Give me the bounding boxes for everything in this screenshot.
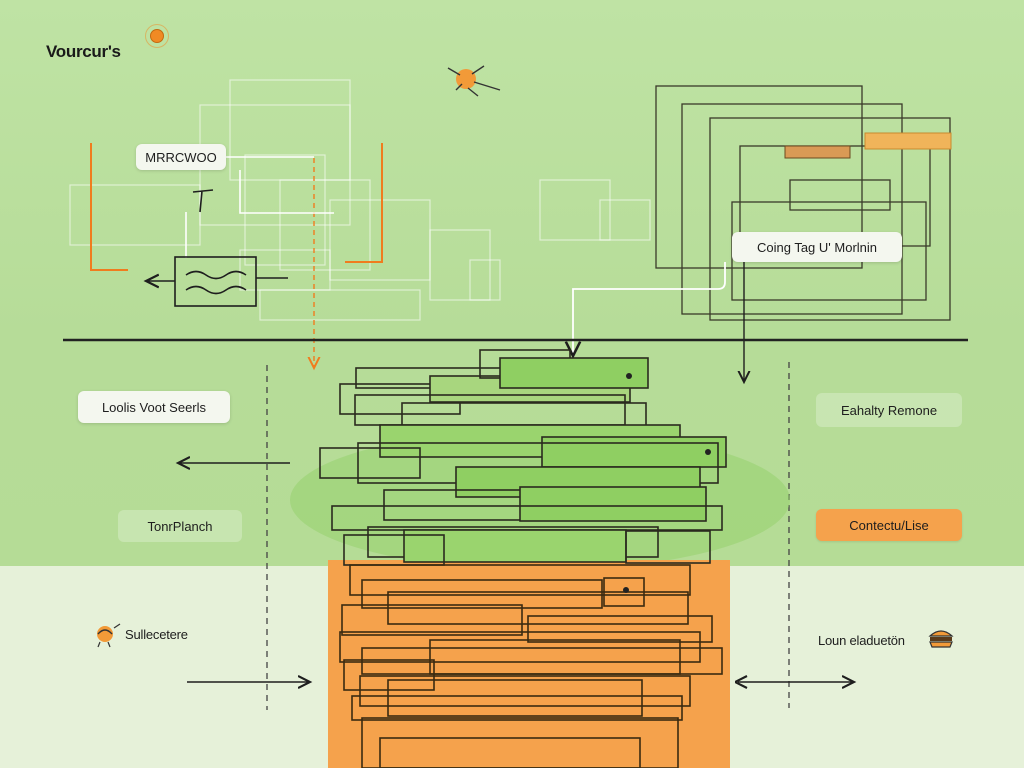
right-frame-1 [681, 103, 903, 315]
top-right-node[interactable]: Coing Tag U' Morlnin [732, 232, 902, 262]
right-frame-2 [709, 117, 951, 321]
bug-icon [97, 623, 121, 648]
stack-bar-lower-12 [351, 695, 683, 721]
bar-dot-0 [626, 373, 632, 379]
faint-frame-1 [229, 79, 351, 181]
wave-line-2 [185, 285, 247, 295]
white-connector-b [239, 170, 334, 214]
top-left-node-label: MRRCWOO [145, 149, 217, 165]
stack-bar-lower-6 [339, 631, 701, 663]
orange-dot-icon [150, 29, 164, 43]
right-orange-bar [864, 132, 952, 150]
faint-frame-3 [279, 179, 371, 271]
right-node-2[interactable]: Contectu/Lise [816, 509, 962, 541]
top-right-node-label: Coing Tag U' Morlnin [756, 239, 878, 255]
left-node-2-label: TonrPlanch [147, 518, 213, 534]
stack-bar-lower-5 [527, 615, 713, 643]
faint-frame-6 [429, 229, 491, 301]
orange-bracket-left [90, 143, 128, 271]
stack-bar-lower-3 [387, 591, 689, 625]
sun-bug-icon [447, 65, 501, 97]
stack-bar-upper-9 [319, 447, 421, 479]
t-glyph [192, 189, 214, 213]
right-small-bar [784, 145, 851, 159]
faint-frame-4 [69, 184, 201, 246]
stack-bar-lower-4 [341, 604, 523, 636]
stack-bar-upper-17 [625, 530, 711, 564]
stack-bar-lower-14 [379, 737, 641, 768]
left-node-1[interactable]: Loolis Voot Seerls [78, 391, 230, 423]
faint-frame-8 [539, 179, 611, 241]
stack-bar-upper-8 [541, 436, 727, 468]
right-node-1[interactable]: Eahalty Remone [816, 393, 962, 427]
wave-box [174, 256, 257, 307]
faint-frame-9 [599, 199, 651, 241]
brand-logo-text: Vourcur's [46, 42, 121, 61]
stack-bar-lower-0 [349, 564, 691, 596]
left-node-1-label: Loolis Voot Seerls [101, 399, 207, 415]
stack-bar-lower-10 [359, 675, 691, 707]
stack-bar-lower-8 [429, 639, 681, 675]
stack-bar-lower-11 [387, 679, 643, 717]
right-frame-0 [655, 85, 863, 269]
stack-bar-lower-1 [361, 579, 603, 609]
bar-dot-2 [623, 587, 629, 593]
left-node-3-label[interactable]: Sullecetere [125, 627, 188, 642]
burger-icon [928, 630, 954, 648]
brand-ring-icon [145, 24, 169, 48]
faint-frame-2 [244, 154, 326, 266]
faint-frame-11 [259, 289, 421, 321]
faint-frame-7 [469, 259, 501, 301]
left-node-2[interactable]: TonrPlanch [118, 510, 242, 542]
right-frame-4 [789, 179, 891, 211]
right-node-1-label: Eahalty Remone [840, 402, 938, 418]
bar-dot-1 [705, 449, 711, 455]
faint-frame-5 [329, 199, 431, 281]
right-node-3-label[interactable]: Loun eladuetön [818, 633, 905, 648]
top-left-node[interactable]: MRRCWOO [136, 144, 226, 170]
orange-bracket-right [345, 143, 383, 263]
stack-bar-lower-13 [361, 717, 679, 768]
stack-bar-upper-4 [499, 357, 649, 389]
stack-bar-upper-13 [519, 486, 707, 522]
stack-bar-lower-9 [343, 659, 435, 691]
wave-line-1 [185, 270, 247, 280]
right-node-2-label: Contectu/Lise [849, 517, 929, 533]
white-connector-right [573, 262, 726, 356]
